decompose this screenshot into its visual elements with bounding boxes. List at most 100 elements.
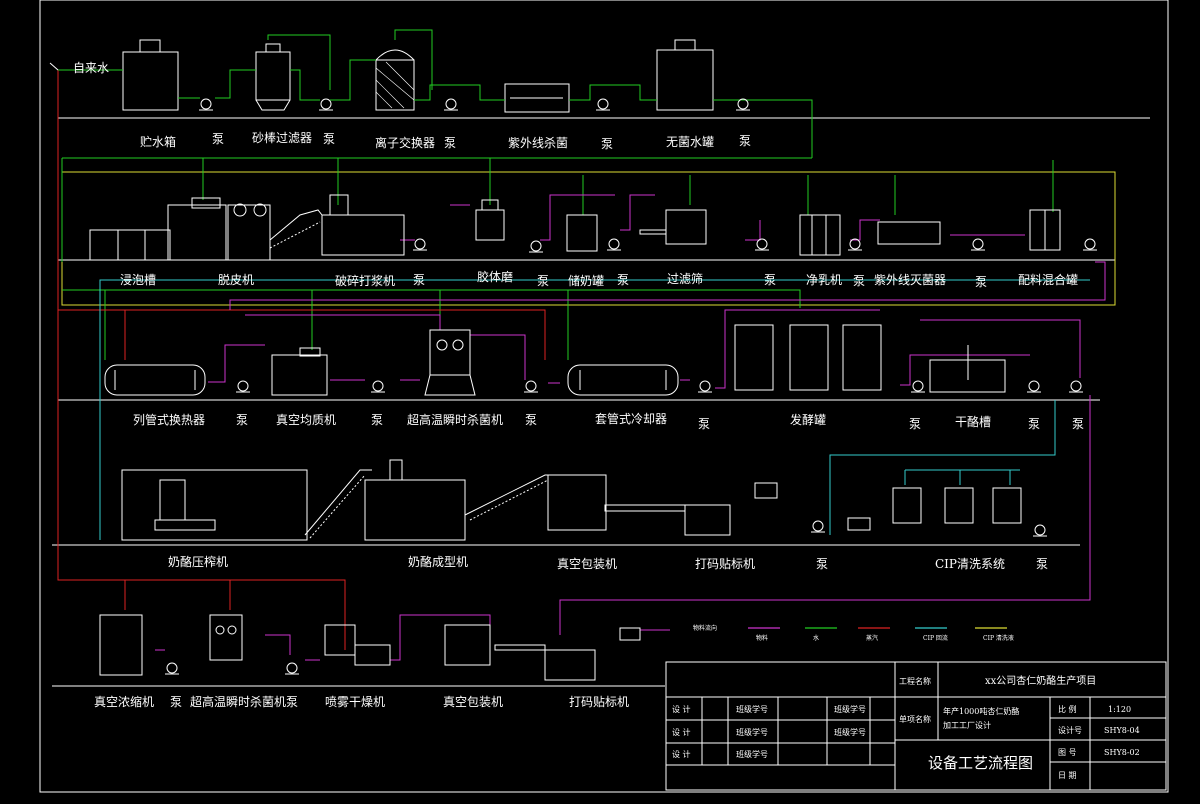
label-mixing-tank: 配料混合罐: [1018, 272, 1078, 287]
drawing-no-label: 图 号: [1058, 748, 1077, 757]
steam-red-lines: [57, 70, 546, 650]
cheese-press-shape: [121, 469, 308, 541]
pump-icon: [849, 238, 861, 250]
row5-equipment: [99, 614, 641, 681]
label-peeling-machine: 脱皮机: [218, 272, 254, 287]
legend-label: CIP 回流: [923, 634, 948, 642]
sterile-water-tank-shape: [656, 49, 714, 111]
label-tube-cooler: 套管式冷却器: [595, 411, 667, 426]
label-pump: 泵: [444, 136, 456, 150]
sand-filter-shape: [255, 51, 291, 101]
pump-icon: [1070, 380, 1082, 392]
label-vacuum-concentrator: 真空浓缩机: [94, 694, 154, 709]
cip-tank-2-shape: [944, 487, 974, 524]
label-water-storage-tank: 贮水箱: [140, 134, 176, 149]
label-pump: 泵: [909, 417, 921, 431]
label-pump: 泵: [1072, 417, 1084, 431]
shell-tube-exchanger-shape: [104, 364, 206, 396]
label-pump: 泵: [816, 557, 828, 571]
label-labeler: 打码贴标机: [695, 557, 755, 571]
label-vacuum-packer: 真空包装机: [443, 695, 503, 709]
soaking-tank-shape: [89, 229, 171, 261]
label-uht-sterilizer: 超高温瞬时杀菌机: [190, 694, 286, 709]
crusher-pulper-shape: [321, 214, 405, 256]
pump-icon: [414, 238, 426, 250]
platform-lines: [52, 117, 1150, 687]
label-pump: 泵: [764, 273, 776, 287]
legend-label: CIP 清洗液: [983, 634, 1014, 642]
item-name-line1: 年产1000吨杏仁奶酪: [943, 706, 1019, 716]
pump-icon: [737, 98, 749, 110]
tube-cooler-shape: [567, 364, 679, 396]
vacuum-concentrator-shape: [99, 614, 143, 676]
label-pump: 泵: [323, 132, 335, 146]
label-cheese-press: 奶酪压榨机: [168, 554, 228, 569]
legend-label: 蒸汽: [866, 634, 878, 642]
date-label: 日 期: [1058, 771, 1077, 780]
label-pump: 泵: [601, 137, 613, 151]
cip-cyan-lines: [99, 279, 1090, 540]
drawing-title: 设备工艺流程图: [928, 754, 1033, 772]
label-pump: 泵: [286, 695, 298, 709]
label-sand-filter: 砂棒过滤器: [252, 131, 312, 145]
label-clarifier: 净乳机: [806, 273, 842, 287]
legend-label: 物料: [756, 634, 768, 642]
water-storage-tank-shape: [122, 51, 179, 111]
label-pump: 泵: [236, 413, 248, 427]
spray-dryer-shape: [324, 624, 356, 656]
design-label: 设 计: [672, 704, 691, 714]
scale-value: 1:120: [1108, 705, 1131, 714]
pump-icon: [372, 380, 384, 392]
milk-storage-tank-shape: [566, 214, 598, 252]
cheese-molding-shape: [364, 479, 466, 541]
design-no-value: SHY8-04: [1104, 726, 1140, 735]
peeling-machine-shape: [167, 204, 227, 261]
labeler-1-shape: [684, 504, 731, 536]
label-pump: 泵: [212, 132, 224, 146]
pump-icon: [597, 98, 609, 110]
ion-exchanger-shape: [375, 59, 415, 111]
pump-icon: [912, 380, 924, 392]
clarifier-shape: [799, 214, 841, 256]
pumps: [165, 98, 1097, 675]
fermenter-3-shape: [842, 324, 882, 391]
row4-equipment: [121, 459, 1022, 541]
pump-icon: [445, 98, 457, 110]
design-no-label: 设计号: [1058, 725, 1082, 735]
label-filter-screen: 过滤筛: [667, 271, 703, 286]
label-uht-sterilizer: 超高温瞬时杀菌机: [407, 412, 503, 427]
item-name-label: 单项名称: [899, 714, 931, 724]
label-pump: 泵: [698, 417, 710, 431]
label-sterile-water-tank: 无菌水罐: [666, 135, 714, 149]
label-cip-system: CIP清洗系统: [935, 557, 1005, 571]
pump-icon: [530, 240, 542, 252]
class-id: 班级学号: [834, 704, 866, 714]
drawing-border: [39, 0, 1169, 793]
label-soaking-tank: 浸泡槽: [120, 273, 156, 287]
row3-equipment: [104, 324, 1006, 396]
label-pump: 泵: [975, 275, 987, 289]
row1-equipment: [58, 29, 738, 113]
label-vacuum-homogenizer: 真空均质机: [276, 413, 336, 427]
item-name: 年产1000吨杏仁奶酪 加工工厂设计: [943, 706, 1022, 730]
pump-icon: [1034, 524, 1046, 536]
water-green-lines: [61, 99, 1054, 360]
label-pump: 泵: [1036, 557, 1048, 571]
project-name-label: 工程名称: [899, 676, 931, 686]
label-pump: 泵: [739, 134, 751, 148]
class-id: 班级学号: [736, 749, 768, 759]
project-name: xx公司杏仁奶酪生产项目: [985, 674, 1096, 687]
colloid-mill-shape: [475, 209, 505, 241]
legend-title: 物料流向: [693, 624, 717, 632]
cip-tank-3-shape: [992, 487, 1022, 524]
label-cheese-molding: 奶酪成型机: [408, 554, 468, 569]
label-crusher-pulper: 破碎打浆机: [335, 273, 395, 288]
label-spray-dryer: 喷雾干燥机: [325, 695, 385, 709]
pump-icon: [286, 662, 298, 674]
label-colloid-mill: 胶体磨: [477, 269, 513, 284]
label-pump: 泵: [170, 695, 182, 709]
